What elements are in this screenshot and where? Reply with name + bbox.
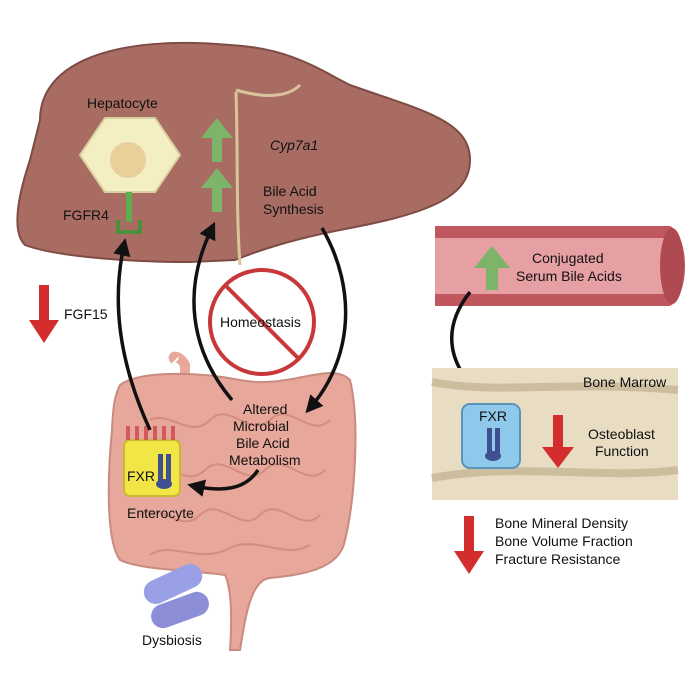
homeostasis-label: Homeostasis — [220, 314, 301, 330]
osteoblast-label-line2: Function — [595, 443, 649, 459]
outcome-line2: Bone Volume Fraction — [495, 533, 633, 549]
liver-to-microbial-arrow — [305, 227, 348, 414]
outcome-line3: Fracture Resistance — [495, 551, 620, 567]
hepatocyte-label: Hepatocyte — [87, 95, 158, 111]
enterocyte-fxr-label: FXR — [127, 468, 155, 484]
up-arrow-icon — [201, 118, 233, 162]
hepatocyte-cell — [78, 117, 182, 193]
down-arrow-icon — [542, 415, 574, 468]
fgf15-label: FGF15 — [64, 306, 108, 322]
microbial-line3: Bile Acid — [236, 435, 290, 451]
up-arrow-icon — [201, 168, 233, 212]
vessel-label-line1: Conjugated — [532, 250, 604, 266]
enterocyte-to-liver-arrow — [113, 238, 152, 431]
microbial-line4: Metabolism — [229, 452, 301, 468]
fgfr4-label: FGFR4 — [63, 207, 109, 223]
microbial-line1: Altered — [243, 401, 287, 417]
enterocyte-label: Enterocyte — [127, 505, 194, 521]
fgfr4-receptor-icon — [116, 192, 142, 234]
outcome-line1: Bone Mineral Density — [495, 515, 628, 531]
down-arrow-icon — [454, 516, 484, 574]
down-arrow-icon — [29, 285, 59, 343]
no-sign-icon — [208, 268, 316, 376]
bile-acid-label-line1: Bile Acid — [263, 183, 317, 199]
bile-acid-label-line2: Synthesis — [263, 201, 324, 217]
up-arrow-icon — [474, 246, 510, 290]
cyp7a1-label: Cyp7a1 — [270, 137, 318, 153]
intestine — [107, 351, 357, 651]
blood-vessel — [435, 226, 685, 306]
bone-fxr-label: FXR — [479, 408, 507, 424]
dysbiosis-label: Dysbiosis — [142, 632, 202, 648]
osteoblast-label-line1: Osteoblast — [588, 426, 655, 442]
microbial-to-liver-arrow — [192, 221, 234, 402]
vessel-label-line2: Serum Bile Acids — [516, 268, 622, 284]
capsule-icon — [143, 563, 203, 605]
bone-marrow-label: Bone Marrow — [583, 374, 667, 390]
fxr-receptor-icon — [485, 428, 501, 461]
fxr-receptor-icon — [156, 454, 172, 489]
microbial-line2: Microbial — [233, 418, 289, 434]
capsule-icon — [151, 591, 209, 629]
microbial-to-enterocyte-arrow — [187, 468, 260, 497]
